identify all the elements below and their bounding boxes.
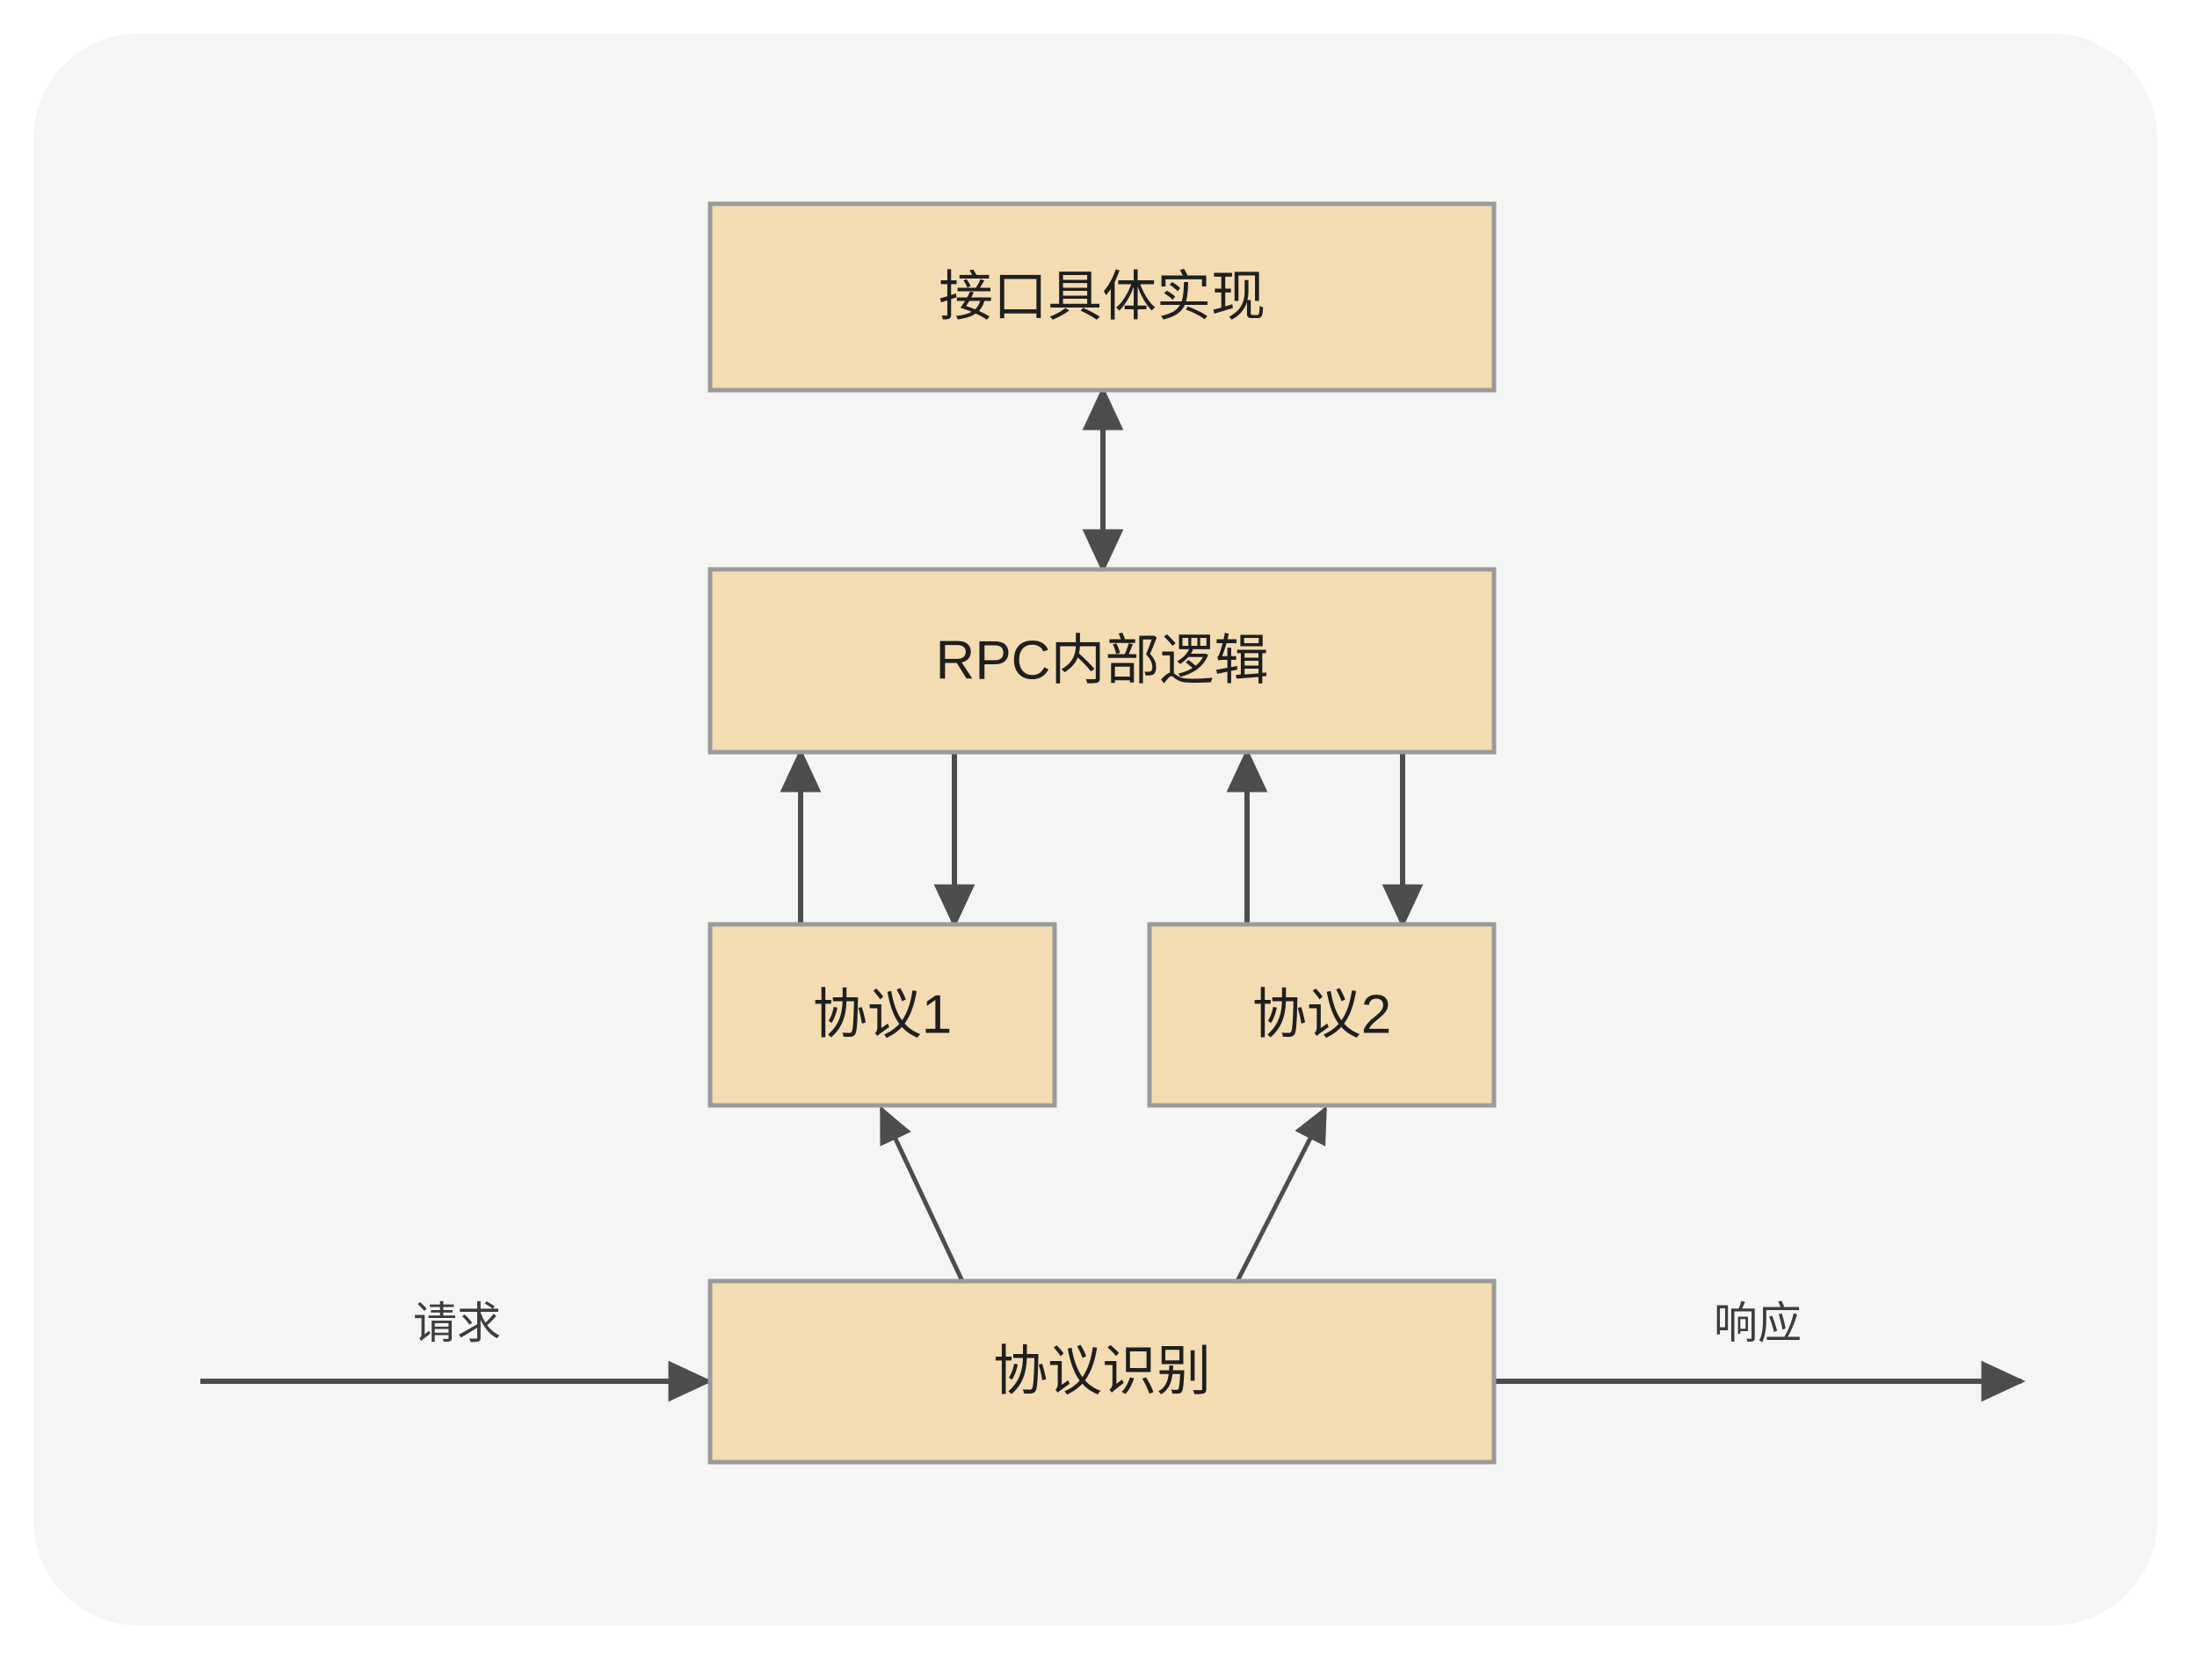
node-box-rpc-core[interactable] xyxy=(707,567,1497,755)
io-labels-layer: 请求 响应 xyxy=(413,1299,1802,1348)
node-box-protocol-2[interactable] xyxy=(1147,922,1497,1108)
node-label-protocol-2: 协议2 xyxy=(1252,984,1391,1045)
edge-detect-to-protocol2 xyxy=(1235,1105,1328,1283)
node-label-protocol-detect: 协议识别 xyxy=(993,1341,1211,1401)
node-label-rpc-core: RPC内部逻辑 xyxy=(936,630,1269,691)
node-box-protocol-detect[interactable] xyxy=(707,1278,1497,1465)
node-protocol-2[interactable]: 协议2 xyxy=(1147,922,1497,1108)
node-label-impl: 接口具体实现 xyxy=(939,266,1266,327)
edges-layer xyxy=(200,386,2026,1402)
edge-line-detect-to-protocol1 xyxy=(879,1105,965,1283)
io-label-response: 响应 xyxy=(1714,1299,1802,1348)
node-label-protocol-1: 协议1 xyxy=(813,984,952,1045)
node-rpc-core[interactable]: RPC内部逻辑 xyxy=(707,567,1497,755)
edge-line-detect-to-protocol2 xyxy=(1235,1105,1328,1283)
io-label-request: 请求 xyxy=(413,1299,501,1348)
node-impl[interactable]: 接口具体实现 xyxy=(707,201,1497,393)
diagram-panel xyxy=(33,33,2158,1626)
node-box-impl[interactable] xyxy=(707,201,1497,393)
node-protocol-1[interactable]: 协议1 xyxy=(707,922,1057,1108)
node-box-protocol-1[interactable] xyxy=(707,922,1057,1108)
edge-detect-to-protocol1 xyxy=(879,1105,965,1283)
node-protocol-detect[interactable]: 协议识别 xyxy=(707,1278,1497,1465)
